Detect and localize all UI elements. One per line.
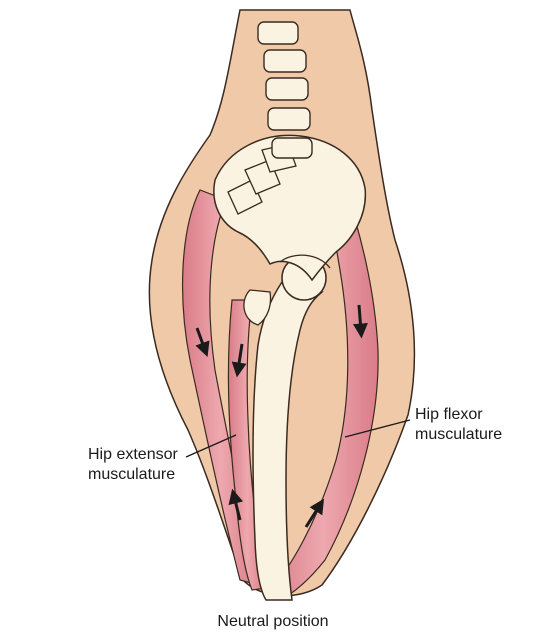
figure-caption: Neutral position [0, 613, 546, 631]
hip-extensor-label-line2: musculature [88, 465, 178, 485]
hip-flexor-label-line1: Hip flexor [415, 405, 502, 425]
hip-flexor-label: Hip flexor musculature [415, 405, 502, 445]
hip-extensor-label: Hip extensor musculature [88, 445, 178, 485]
hip-flexor-label-line2: musculature [415, 425, 502, 445]
hip-extensor-label-line1: Hip extensor [88, 445, 178, 465]
arrow-icon [359, 305, 361, 331]
